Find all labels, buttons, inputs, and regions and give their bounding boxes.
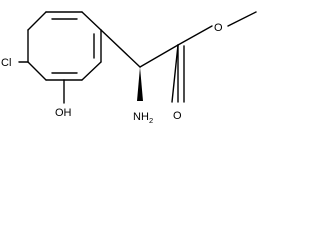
benzene-ring: [27, 11, 102, 81]
amine-subscript-label: 2: [149, 116, 153, 125]
bond-ring-to-chiral-carbon: [100, 29, 141, 68]
chlorine-atom-label: Cl: [1, 57, 11, 69]
ring-bond-lower-right: [81, 61, 102, 81]
bond-chiral-carbon-to-ch2: [139, 44, 179, 68]
carbonyl-oxygen-label: O: [173, 110, 182, 122]
ester-oxygen-label: O: [214, 22, 223, 34]
ring-bond-lower-left: [27, 61, 47, 81]
bond-ester-o-to-methyl: [227, 11, 257, 27]
ring-bond-upper-left: [27, 11, 47, 31]
amine-label: NH: [133, 111, 149, 123]
ring-bond-upper-right: [81, 11, 102, 31]
hydroxyl-atom-label: OH: [55, 107, 72, 119]
bond-carbonyl-to-ester-o: [177, 25, 213, 46]
bond-carbonyl-c-o-1: [171, 44, 179, 103]
chemical-structure: Cl OH O O NH 2: [1, 11, 257, 125]
stereo-wedge-bond: [137, 67, 143, 101]
